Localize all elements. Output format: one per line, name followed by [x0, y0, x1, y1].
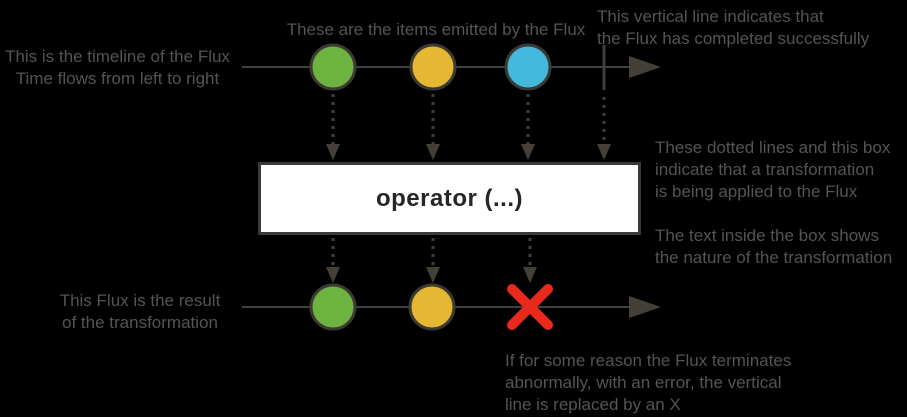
dotted-arrow	[426, 238, 440, 283]
items-annotation: These are the items emitted by the Flux	[286, 20, 586, 39]
top-marble-blue-icon	[504, 43, 552, 91]
dotted-arrow	[326, 94, 340, 160]
completion-annotation: This vertical line indicates that the Fl…	[597, 7, 870, 48]
dotted-arrow	[597, 97, 611, 160]
top-marble-green-icon	[309, 43, 357, 91]
dotted-arrow	[523, 238, 537, 283]
error-annotation: If for some reason the Flux terminates a…	[505, 351, 792, 414]
timeline-annotation: This is the timeline of the Flux Time fl…	[5, 47, 230, 88]
dotted-arrow	[326, 238, 340, 283]
box-text-annotation: The text inside the box shows the nature…	[655, 226, 893, 267]
result-annotation: This Flux is the result of the transform…	[59, 291, 221, 332]
operator-box: operator (...)	[258, 162, 641, 235]
dotted-arrows-out-of-operator	[326, 238, 537, 283]
top-flux-timeline	[242, 43, 661, 91]
bottom-marble-green-icon	[309, 283, 357, 331]
top-marble-yellow-icon	[409, 43, 457, 91]
dotted-arrow	[521, 94, 535, 160]
bottom-timeline-arrowhead-icon	[629, 296, 661, 318]
result-flux-timeline	[242, 283, 661, 331]
dotted-arrow	[426, 94, 440, 160]
bottom-marble-yellow-icon	[408, 283, 456, 331]
dotted-arrows-into-operator	[326, 94, 611, 160]
top-timeline-arrowhead-icon	[629, 56, 661, 78]
error-x-icon	[507, 284, 553, 330]
transformation-annotation: These dotted lines and this box indicate…	[655, 138, 891, 201]
operator-box-label: operator (...)	[375, 184, 523, 212]
